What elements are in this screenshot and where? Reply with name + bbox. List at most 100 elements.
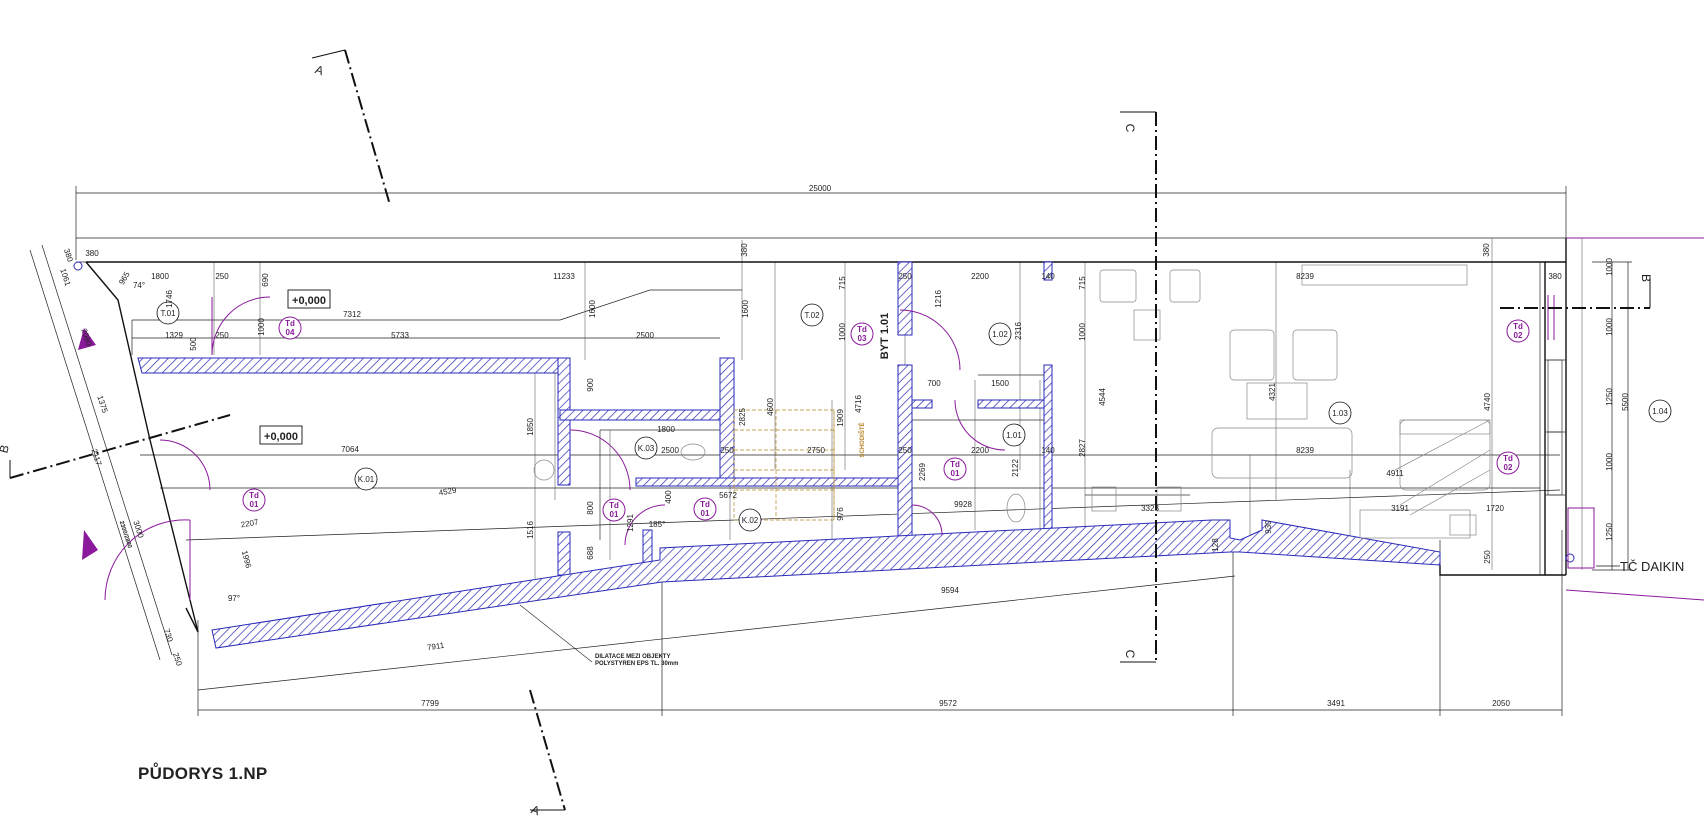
dim: 250 — [720, 446, 734, 455]
dim: 4529 — [438, 485, 458, 497]
dim: 1291 — [626, 514, 635, 532]
angle-label: 97° — [228, 594, 240, 603]
dim: 2200 — [971, 272, 989, 281]
grid-lines — [213, 238, 1583, 580]
dim: 800 — [586, 501, 595, 515]
dim: 1800 — [151, 272, 169, 281]
section-a-top: A — [313, 62, 325, 78]
dim: 2050 — [1492, 699, 1510, 708]
dim: 2827 — [1078, 439, 1087, 457]
stair — [733, 409, 835, 521]
dim: 1216 — [934, 290, 943, 308]
dim: 2207 — [240, 517, 260, 529]
dim: 4911 — [1386, 469, 1404, 478]
dim: 1746 — [165, 290, 174, 308]
door-td01b-b: 01 — [610, 510, 619, 519]
dim: 1061 — [58, 267, 72, 287]
stair-label: SCHODIŠTĚ — [858, 422, 866, 457]
dim: 930 — [1264, 520, 1273, 534]
room-101: 1.01 — [1006, 431, 1022, 440]
room-tags — [156, 301, 1672, 532]
dim: 250 — [1483, 550, 1492, 564]
column-marker — [1565, 553, 1575, 563]
dim: 2200 — [971, 446, 989, 455]
dim: 380 — [62, 247, 75, 263]
room-103: 1.03 — [1332, 409, 1348, 418]
dim: 4600 — [766, 398, 775, 416]
dim: 900 — [586, 378, 595, 392]
level-upper: +0,000 — [292, 295, 326, 307]
dim: 5672 — [719, 491, 737, 500]
dim: 1250 — [1605, 523, 1614, 541]
angle-label: 74° — [133, 281, 145, 290]
apartment-label: BYT 1.01 — [879, 313, 891, 359]
dim: 2122 — [1011, 459, 1020, 477]
angle-label: 185° — [649, 520, 666, 529]
dim: 2117 — [89, 448, 103, 468]
dim: 3328 — [1141, 504, 1159, 513]
dim: 140 — [1041, 446, 1055, 455]
dim: 715 — [1078, 276, 1087, 290]
ac-unit-label: TČ DAIKIN — [1620, 559, 1684, 574]
dim: 3191 — [1391, 504, 1409, 513]
dim: 380 — [1548, 272, 1562, 281]
dim: 1600 — [588, 300, 597, 318]
drawing-title: PŮDORYS 1.NP — [138, 763, 268, 783]
dim: 1000 — [1605, 453, 1614, 471]
hatched-walls — [137, 261, 1441, 649]
dim: 7911 — [427, 641, 446, 652]
dim: 11233 — [553, 272, 575, 281]
dim: 3000 — [131, 519, 145, 539]
door-td01d-b: 01 — [951, 469, 960, 478]
dim: 140 — [1041, 272, 1055, 281]
dim: 4544 — [1098, 388, 1107, 406]
dim: 380 — [1482, 243, 1491, 257]
door-td04-b: 04 — [286, 328, 295, 337]
section-c-bottom: C — [1123, 650, 1137, 659]
entry-arrow-icon — [82, 530, 98, 560]
door-td01a-a: Td — [249, 491, 259, 500]
dim: 250 — [215, 331, 229, 340]
dilatation-note-line1: DILATACE MEZI OBJEKTY — [595, 654, 670, 660]
door-swings — [104, 237, 1704, 601]
walls — [85, 238, 1567, 633]
dim: 3491 — [1327, 699, 1345, 708]
dim: 2300/2800 — [118, 520, 133, 549]
dim: 7312 — [343, 310, 361, 319]
dim: 250 — [171, 651, 184, 667]
section-b-right: B — [1639, 274, 1653, 282]
door-td01c-a: Td — [700, 500, 710, 509]
dim: 730 — [162, 627, 175, 643]
room-104: 1.04 — [1652, 407, 1668, 416]
door-td01b-a: Td — [609, 501, 619, 510]
dim: 1909 — [836, 409, 845, 427]
dim: 1000 — [838, 323, 847, 341]
level-box — [287, 289, 331, 309]
dim: 1516 — [526, 521, 535, 539]
dim: 1996 — [240, 550, 253, 570]
ac-unit — [1567, 507, 1595, 569]
dim: 1720 — [1486, 504, 1504, 513]
dim: 9594 — [941, 586, 959, 595]
dim: 250 — [898, 446, 912, 455]
partitions — [599, 262, 1566, 575]
dim: 1000 — [1605, 318, 1614, 336]
dim: 250 — [898, 272, 912, 281]
dim: 8239 — [1296, 272, 1314, 281]
dim-overall: 25000 — [809, 184, 832, 193]
door-td02b-b: 02 — [1504, 463, 1513, 472]
door-td02a-b: 02 — [1514, 331, 1523, 340]
dim: 1000 — [257, 318, 266, 336]
door-tags — [242, 316, 1530, 522]
dim: 4321 — [1268, 383, 1277, 401]
dim: 4716 — [854, 395, 863, 413]
dim: 9928 — [954, 500, 972, 509]
dim: 1500 — [991, 379, 1009, 388]
dim: 1600 — [741, 300, 750, 318]
dim: 1375 — [95, 394, 109, 414]
door-td02b-a: Td — [1503, 454, 1513, 463]
dim: 700 — [927, 379, 941, 388]
dim: 715 — [838, 276, 847, 290]
dim: 1329 — [165, 331, 183, 340]
